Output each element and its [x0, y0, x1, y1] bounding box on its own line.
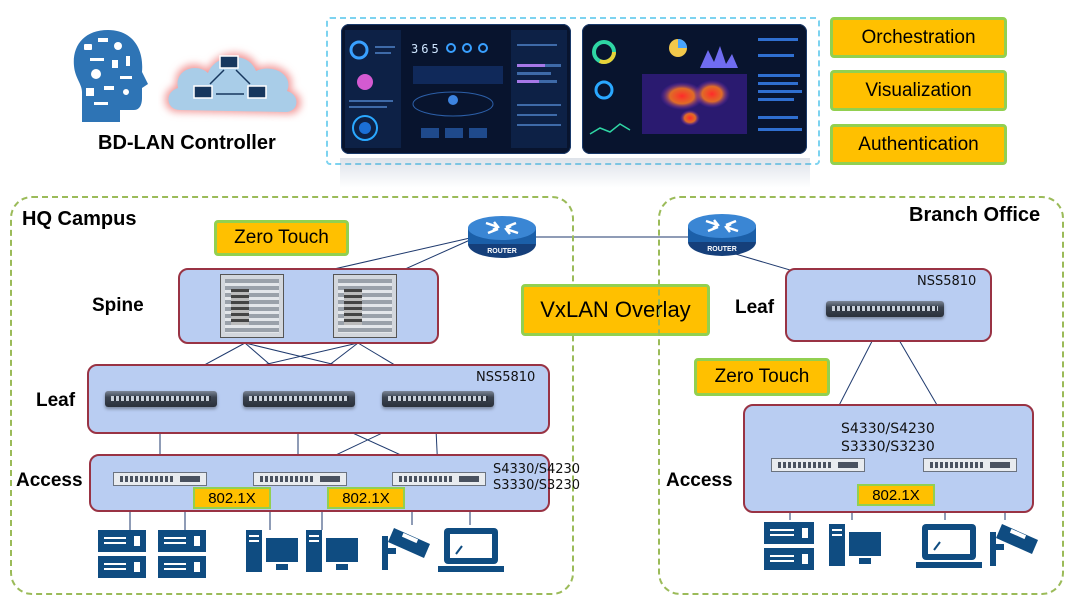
- security-camera-icon: [988, 518, 1040, 568]
- branch-access-model-1: S4330/S4230: [841, 421, 935, 437]
- monitoring-dashboard[interactable]: 365: [341, 24, 571, 154]
- leaf-switch-2[interactable]: [243, 391, 355, 407]
- hq-access-models: S4330/S4230 S3330/S3230: [493, 462, 580, 495]
- controller-label: BD-LAN Controller: [98, 132, 276, 154]
- hq-desktop-pair: [246, 530, 358, 572]
- access-switch-3[interactable]: [392, 472, 486, 486]
- branch-access-model-2: S3330/S3230: [841, 438, 935, 455]
- dashboard-frame: [326, 17, 820, 165]
- branch-office-zone: [658, 196, 1064, 595]
- desktop-pc-icon: [246, 530, 360, 574]
- hq-auth-tag-1: 802.1X: [193, 487, 271, 509]
- hq-campus-title: HQ Campus: [22, 208, 137, 230]
- monitoring-dashboard-graphic: [345, 30, 567, 148]
- branch-access-switch-2[interactable]: [923, 458, 1017, 472]
- router-label: ROUTER: [707, 246, 737, 253]
- hq-spine-label: Spine: [92, 295, 144, 316]
- branch-office-title: Branch Office: [909, 204, 1041, 226]
- brain-icon: [68, 26, 152, 126]
- desktop-pc-icon: [829, 524, 883, 568]
- router-icon[interactable]: ROUTER: [686, 212, 758, 258]
- dashboard-reflection: [340, 158, 810, 188]
- dashboard-counter: 365: [411, 42, 442, 56]
- spine-switch-1[interactable]: [220, 274, 284, 338]
- router-icon[interactable]: ROUTER: [466, 214, 538, 260]
- server-icon: [764, 522, 814, 572]
- hq-leaf-label: Leaf: [36, 390, 76, 411]
- heatmap-dashboard[interactable]: [582, 24, 807, 154]
- feature-orchestration: Orchestration: [830, 17, 1007, 58]
- branch-leaf-model: NSS5810: [917, 274, 977, 289]
- server-icon: [98, 530, 208, 580]
- branch-auth-tag: 802.1X: [857, 484, 935, 506]
- hq-zero-touch-tag: Zero Touch: [214, 220, 349, 256]
- feature-authentication: Authentication: [830, 124, 1007, 165]
- hq-access-model-1: S4330/S4230: [493, 462, 581, 477]
- feature-visualization: Visualization: [830, 70, 1007, 111]
- hq-access-model-2: S3330/S3230: [493, 478, 581, 494]
- security-camera-icon: [380, 522, 432, 572]
- branch-leaf-switch[interactable]: [826, 301, 944, 317]
- laptop-icon: [438, 526, 504, 574]
- hq-spine-tier: [178, 268, 439, 344]
- hq-campus-zone: [10, 196, 574, 595]
- branch-access-label: Access: [666, 470, 733, 491]
- leaf-switch-3[interactable]: [382, 391, 494, 407]
- hq-access-label: Access: [16, 470, 83, 491]
- cloud-network-icon: [158, 40, 308, 122]
- branch-access-models: S4330/S4230 S3330/S3230: [841, 421, 935, 456]
- heatmap-dashboard-graphic: [589, 38, 802, 135]
- access-switch-1[interactable]: [113, 472, 207, 486]
- branch-leaf-label: Leaf: [735, 297, 775, 318]
- hq-server-pair: [98, 530, 206, 578]
- spine-switch-2[interactable]: [333, 274, 397, 338]
- hq-leaf-model: NSS5810: [476, 370, 536, 385]
- laptop-icon: [916, 522, 982, 570]
- leaf-switch-1[interactable]: [105, 391, 217, 407]
- access-switch-2[interactable]: [253, 472, 347, 486]
- vxlan-overlay-tag: VxLAN Overlay: [521, 284, 710, 336]
- branch-zero-touch-tag: Zero Touch: [694, 358, 830, 396]
- branch-access-switch-1[interactable]: [771, 458, 865, 472]
- hq-auth-tag-2: 802.1X: [327, 487, 405, 509]
- router-label: ROUTER: [487, 248, 517, 255]
